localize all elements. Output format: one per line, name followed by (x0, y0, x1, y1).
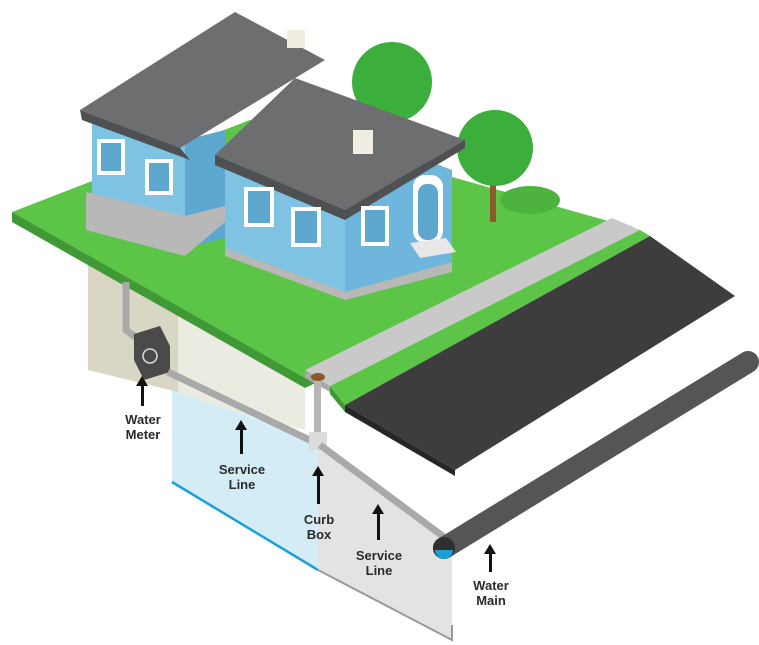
roof-right-eave (215, 155, 345, 220)
service-line-2-label: Service Line (346, 548, 412, 578)
roof-right-main (215, 78, 465, 210)
sidewalk (305, 218, 640, 386)
window-pane (365, 210, 385, 242)
curb-grass-edge (330, 386, 345, 412)
window-pane (295, 211, 317, 243)
service-line-2-arrow (372, 504, 384, 540)
water-main-label: Water Main (460, 578, 522, 608)
road-edge (345, 405, 455, 476)
curb-box-label: Curb Box (292, 512, 346, 542)
curb-box-riser (314, 377, 321, 437)
curb-grass-strip (330, 230, 650, 405)
water-meter-label: Water Meter (112, 412, 174, 442)
service-line-2-label-line2: Line (365, 563, 393, 578)
service-pipe-street (317, 442, 455, 546)
window-pane (248, 191, 270, 223)
front-steps (410, 238, 456, 258)
roof-left-front (80, 110, 190, 160)
chimney-back (287, 30, 305, 48)
house-left-foundation (86, 192, 225, 256)
service-line-cutaway-blue (172, 390, 318, 570)
water-meter-box (134, 326, 170, 380)
gray-ground-edge (317, 569, 453, 642)
blue-ground-edge (171, 480, 319, 572)
road (345, 236, 735, 470)
front-door (418, 184, 438, 240)
water-meter-label-line2: Meter (125, 427, 161, 442)
roof-right-gable-eave (345, 140, 465, 220)
curb-box-arrow (312, 466, 324, 504)
curb-box-cap (311, 373, 325, 381)
lawn-front-edge (12, 212, 305, 388)
service-line-1-arrow (235, 420, 247, 454)
service-pipe-house (166, 368, 322, 449)
chimney-front (353, 130, 373, 154)
curb-box-label-line2: Box (306, 527, 332, 542)
back-tree-canopy (352, 42, 432, 122)
front-tree-trunk (490, 170, 496, 222)
water-main-pipe (433, 351, 759, 559)
water-main-water (435, 550, 453, 559)
window-pane (101, 143, 121, 171)
water-main-label-line2: Main (476, 593, 506, 608)
water-meter-arrow (136, 376, 148, 406)
roof-left-back (80, 12, 325, 148)
service-line-1-label-line1: Service (218, 462, 266, 477)
service-line-cutaway-gray (318, 440, 452, 640)
water-meter-label-line1: Water (125, 412, 161, 427)
window-panes (101, 143, 385, 243)
service-line-1-label-line2: Line (228, 477, 256, 492)
front-tree-canopy (457, 110, 533, 186)
curb-box-label-line1: Curb (303, 512, 335, 527)
water-meter-dial (142, 348, 158, 364)
window-pane (149, 163, 169, 191)
service-line-1-label: Service Line (210, 462, 274, 492)
service-line-2-label-line1: Service (355, 548, 403, 563)
water-main-label-line1: Water (473, 578, 509, 593)
front-tree-shadow (500, 186, 560, 214)
water-main-arrow (484, 544, 496, 572)
